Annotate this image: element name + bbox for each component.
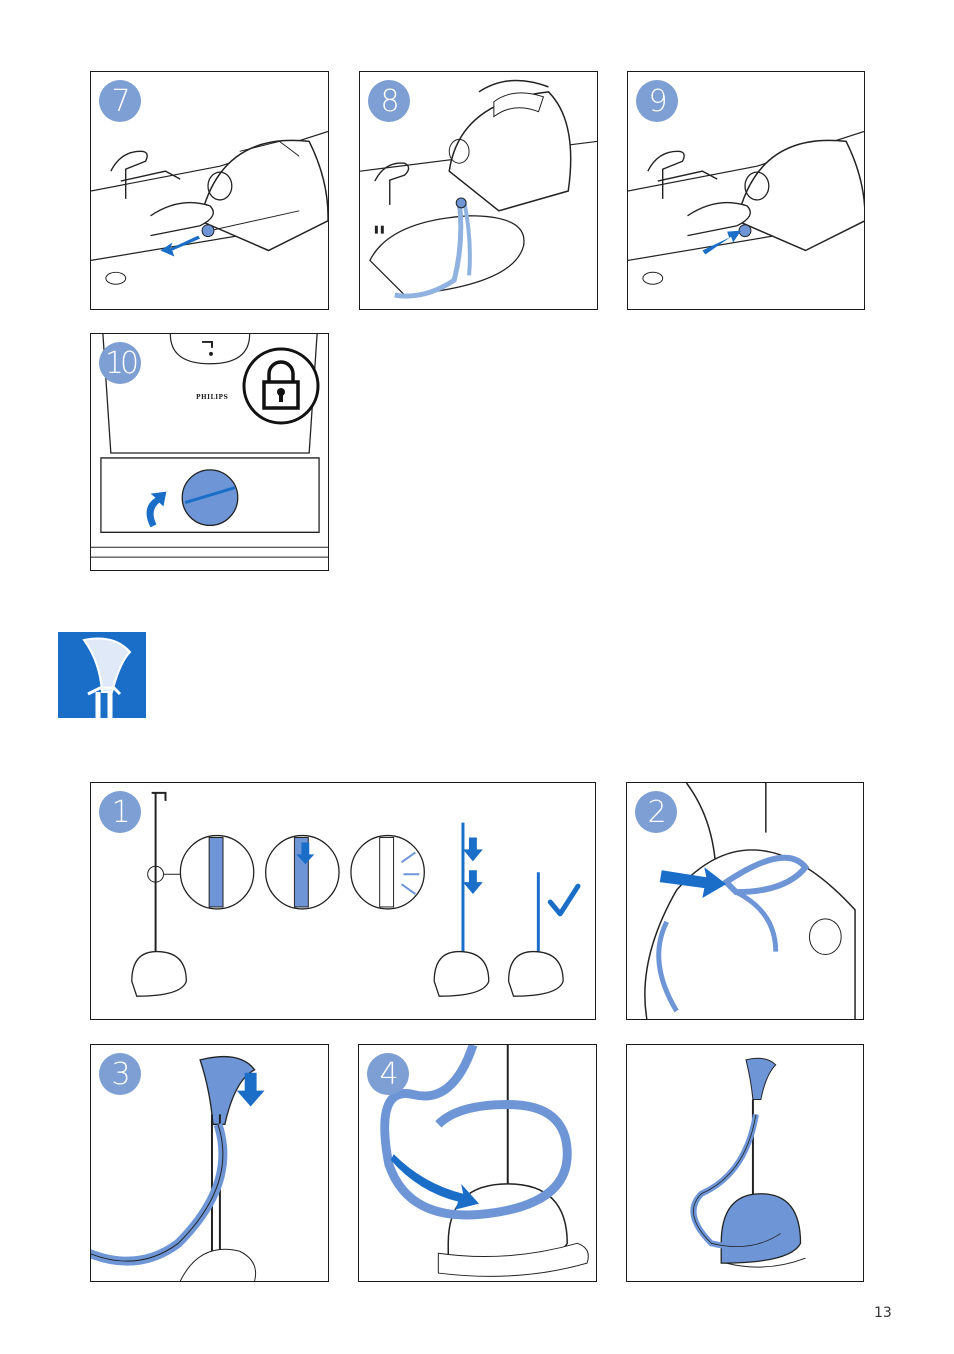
checkmark-icon <box>550 886 578 914</box>
panel-step-3: 3 <box>90 1044 329 1282</box>
step-badge: 9 <box>636 80 678 122</box>
stored-appliance-illustration <box>627 1045 863 1281</box>
panel-step-7: 7 <box>90 71 329 310</box>
step-badge: 3 <box>99 1053 141 1095</box>
step-badge: 8 <box>368 80 410 122</box>
step-badge: 10 <box>99 342 141 384</box>
panel-step-2: 2 <box>626 782 864 1020</box>
collapse-pole-illustration <box>91 783 595 1019</box>
brand-label: PHILIPS <box>196 394 228 401</box>
panel-step-1: 1 <box>90 782 596 1020</box>
step-badge: 4 <box>367 1053 409 1095</box>
panel-step-4: 4 <box>358 1044 597 1282</box>
tap-icon <box>202 342 213 356</box>
step-badge: 7 <box>99 80 141 122</box>
panel-stored-result <box>626 1044 864 1282</box>
page-number: 13 <box>874 1305 892 1321</box>
panel-step-9: 9 <box>627 71 865 310</box>
panel-step-10: PHILIPS 10 <box>90 333 329 571</box>
step-badge: 1 <box>99 791 141 833</box>
storage-icon <box>58 632 146 718</box>
step-badge: 2 <box>635 791 677 833</box>
storage-icon-graphic <box>58 632 146 718</box>
lock-icon <box>241 346 321 426</box>
panel-step-8: 8 <box>359 71 598 310</box>
